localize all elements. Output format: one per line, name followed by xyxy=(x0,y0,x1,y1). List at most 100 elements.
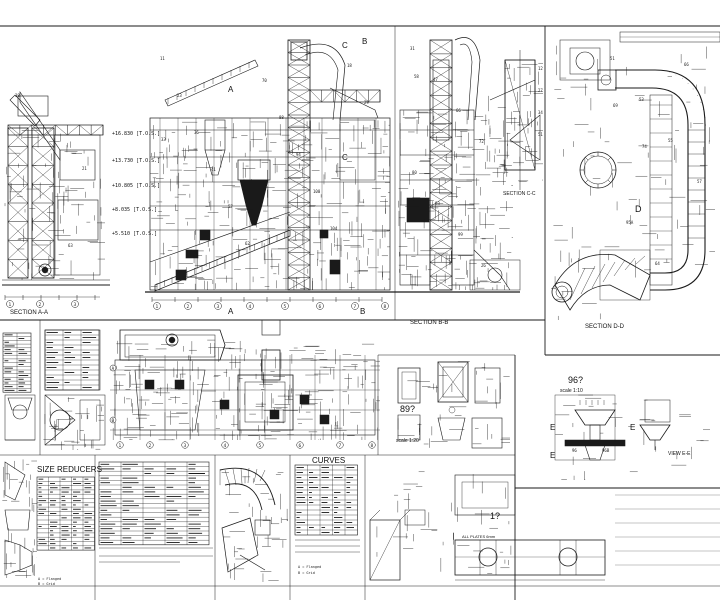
tower-brace xyxy=(429,234,453,249)
grid-bubble-number: 7 xyxy=(339,443,342,449)
grid-bubble-number: 8 xyxy=(371,443,374,449)
tower-brace xyxy=(287,152,311,166)
drawing-number: 99 xyxy=(458,232,463,237)
drawing-path xyxy=(329,87,379,119)
drawing-number: B = Grid xyxy=(38,582,55,586)
truss-brace xyxy=(356,89,369,103)
drawing-rect xyxy=(432,59,450,141)
tower-brace xyxy=(287,277,311,291)
drawing-rect xyxy=(599,249,651,301)
drawing-rect xyxy=(149,117,391,291)
drawing-rect xyxy=(474,367,501,404)
drawing-rect xyxy=(237,374,294,431)
tower-brace xyxy=(7,146,29,166)
drawing-path xyxy=(219,467,276,506)
drawing-path xyxy=(299,43,346,121)
drawing-path xyxy=(221,517,259,573)
grid-bubble xyxy=(281,302,289,310)
grid-bubble-number: 6 xyxy=(319,304,322,310)
tower-brace xyxy=(287,164,311,178)
drawing-line xyxy=(369,509,381,521)
section-cc-label: SECTION C-C xyxy=(503,191,536,197)
drawing-number: A = Flanged xyxy=(298,565,321,569)
drawing-path xyxy=(7,397,33,411)
drawing-number: 58 xyxy=(414,74,419,79)
drawing-circle xyxy=(575,51,595,71)
tower-brace xyxy=(429,123,453,138)
drawing-number: 55 xyxy=(668,138,673,143)
grid-bubble xyxy=(109,416,117,424)
drawing-number: 11 xyxy=(160,56,165,61)
detail-96-label: 96? xyxy=(568,375,583,385)
drawing-path xyxy=(639,424,671,441)
drawing-path xyxy=(397,414,421,441)
grid-bubble-number: 5 xyxy=(259,443,262,449)
drawing-circle xyxy=(12,404,28,420)
drawing-number: 51 xyxy=(538,132,543,137)
grid-bubble xyxy=(214,302,222,310)
fan-segment xyxy=(635,255,646,265)
tower-brace xyxy=(429,53,453,68)
tower-brace xyxy=(287,264,311,278)
fan-segment xyxy=(624,257,636,271)
drawing-circle xyxy=(41,266,49,274)
drawing-number: 21 xyxy=(82,166,87,171)
drawing-number: 96B xyxy=(602,448,610,453)
view-ee-label: VIEW E-E xyxy=(668,451,691,457)
equipment-block xyxy=(199,229,211,241)
drawing-number: 34 xyxy=(538,110,543,115)
drawing-rect xyxy=(401,371,417,400)
drawing-rect xyxy=(471,417,503,449)
elevation-label-4: +8.035 [T.O.S.] xyxy=(112,207,157,213)
drawing-number: 64 xyxy=(655,261,660,266)
grid-bubble xyxy=(256,441,264,449)
tower-brace xyxy=(429,262,453,277)
tower-brace xyxy=(429,109,453,124)
tower-brace xyxy=(429,95,453,110)
marker-e-2: E xyxy=(550,451,555,460)
drawing-rect xyxy=(261,319,281,336)
elevation-labels: +16.830 [T.O.S.] +13.730 [T.O.S.] +10.80… xyxy=(112,131,160,237)
tower-brace xyxy=(429,81,453,96)
tower-brace xyxy=(287,189,311,203)
grid-bubble-number: 1 xyxy=(119,443,122,449)
drawing-rect xyxy=(57,199,99,241)
drawing-rect xyxy=(559,39,611,81)
drawing-path xyxy=(4,461,26,501)
drawing-rect xyxy=(454,539,606,576)
drawing-circle xyxy=(448,406,456,414)
drawing-rect xyxy=(569,47,601,75)
drawing-path xyxy=(554,253,651,311)
section-dd-label: SECTION D-D xyxy=(585,324,625,330)
tower-brace xyxy=(287,252,311,266)
plan-equipment xyxy=(319,414,330,425)
equipment-block xyxy=(329,259,341,275)
tower-brace xyxy=(7,259,29,279)
drawing-number: 74 xyxy=(642,144,647,149)
tower-brace xyxy=(429,137,453,152)
truss-brace xyxy=(90,124,104,136)
drawing-path xyxy=(369,519,401,581)
detail-96-scale: scale 1:10 xyxy=(560,388,583,394)
tower-brace xyxy=(287,127,311,141)
fan-segment xyxy=(613,259,626,277)
detail-89-scale: scale 1:20 xyxy=(396,438,419,444)
grid-bubble-number: 3 xyxy=(184,443,187,449)
flange xyxy=(564,439,626,447)
flange-bolt xyxy=(607,179,611,183)
drawing-number: 12 xyxy=(538,66,543,71)
drawing-number: 96 xyxy=(572,448,577,453)
grid-bubble-number: 3 xyxy=(74,302,77,308)
grid-bubble xyxy=(296,441,304,449)
grid-bubble xyxy=(71,300,79,308)
drawing-path xyxy=(574,409,616,426)
detail-89 xyxy=(397,361,510,449)
tower-brace xyxy=(31,146,55,166)
grid-bubble-number: 1 xyxy=(9,302,12,308)
plan-equipment xyxy=(174,379,185,390)
tower-brace xyxy=(287,139,311,153)
curves-title: CURVES xyxy=(312,456,345,465)
curve-segment xyxy=(247,467,250,484)
